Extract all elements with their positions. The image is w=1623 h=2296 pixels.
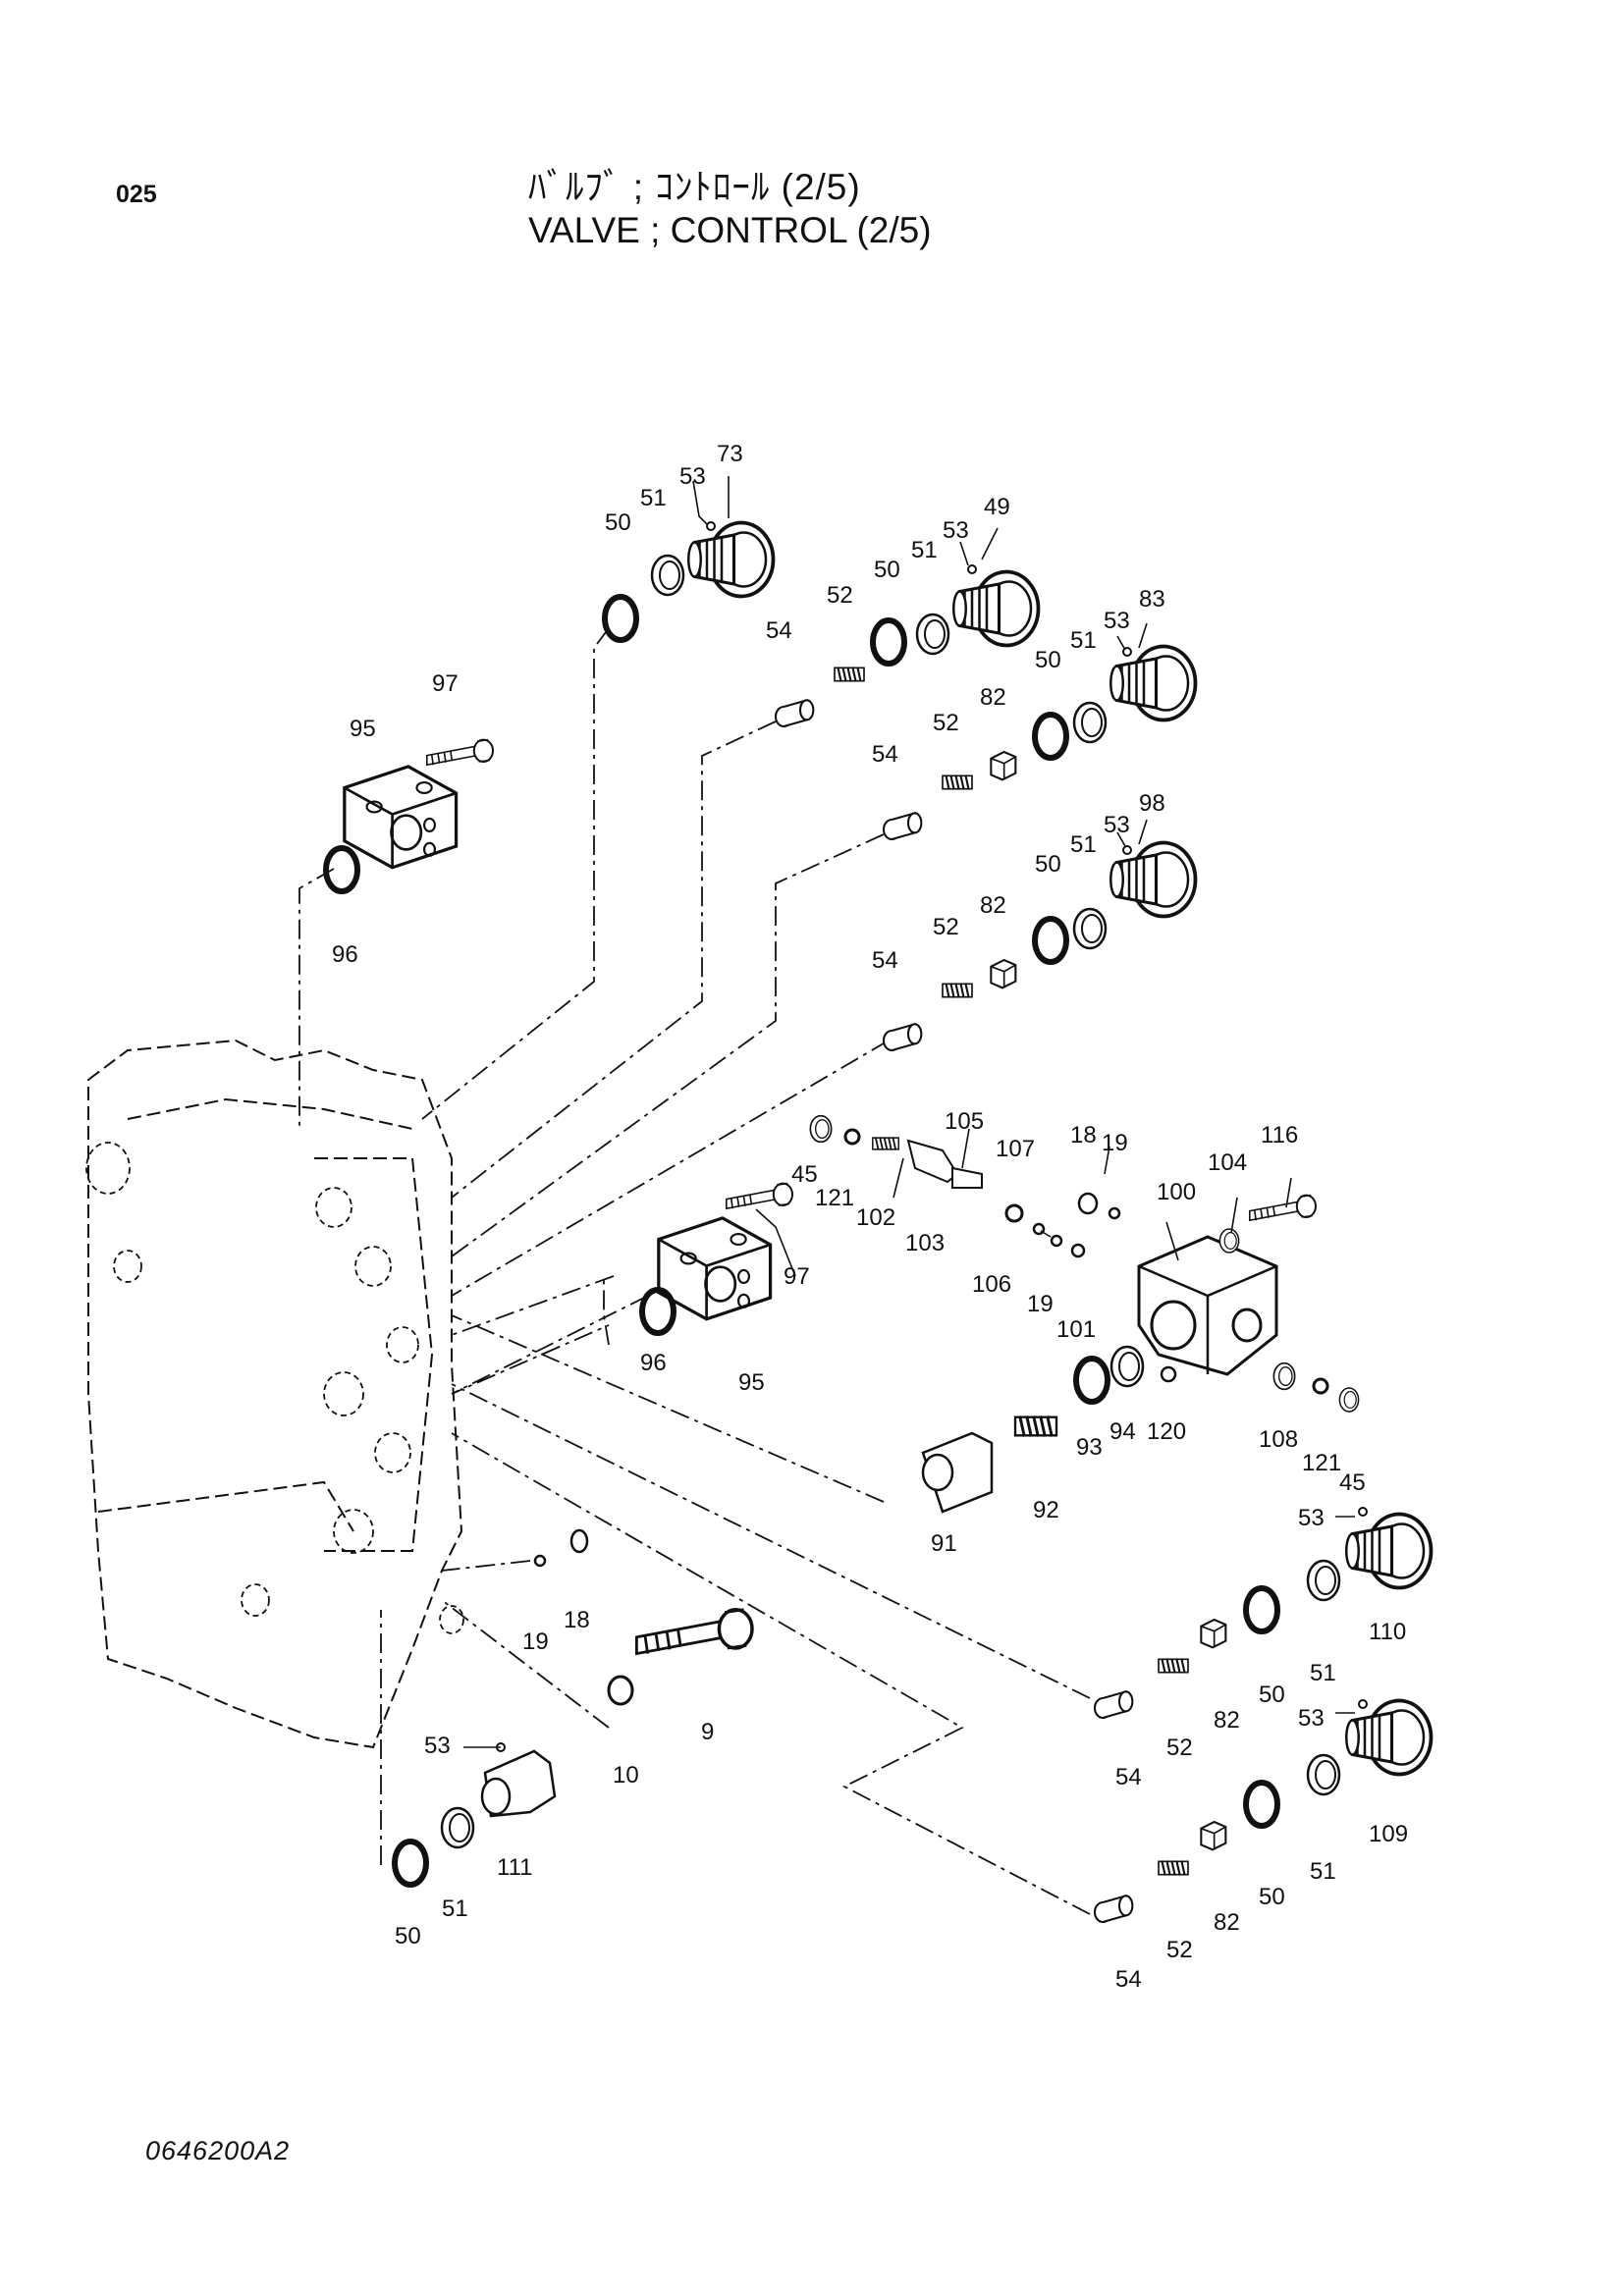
callout-100: 100 <box>1157 1179 1196 1205</box>
parts-group-91 <box>921 1414 1058 1514</box>
callout-52: 52 <box>933 914 959 940</box>
callout-19: 19 <box>522 1629 549 1655</box>
callout-105: 105 <box>945 1108 984 1135</box>
callout-54: 54 <box>872 947 898 974</box>
callout-82: 82 <box>1214 1707 1240 1734</box>
callout-19: 19 <box>1027 1291 1054 1317</box>
callout-18: 18 <box>564 1607 590 1633</box>
callout-53: 53 <box>943 517 969 544</box>
callout-54: 54 <box>872 741 898 768</box>
callout-53: 53 <box>1298 1705 1325 1732</box>
callout-121: 121 <box>1302 1450 1341 1476</box>
callout-50: 50 <box>1259 1682 1285 1708</box>
callout-51: 51 <box>1310 1858 1336 1885</box>
parts-group-49 <box>774 564 1041 728</box>
callout-95: 95 <box>738 1369 765 1396</box>
callout-97: 97 <box>432 670 459 697</box>
callout-95: 95 <box>350 716 376 742</box>
callout-107: 107 <box>996 1136 1035 1162</box>
parts-group-110 <box>1093 1507 1434 1720</box>
callout-52: 52 <box>1166 1735 1193 1761</box>
parts-group-109 <box>1093 1698 1434 1924</box>
callout-52: 52 <box>827 582 853 609</box>
callout-9: 9 <box>701 1719 714 1745</box>
title-english: VALVE ; CONTROL (2/5) <box>528 210 932 250</box>
callout-91: 91 <box>931 1530 957 1557</box>
callout-10: 10 <box>613 1762 639 1789</box>
callout-103: 103 <box>905 1230 945 1256</box>
callout-82: 82 <box>1214 1909 1240 1936</box>
callout-51: 51 <box>1070 831 1097 858</box>
callout-50: 50 <box>1035 647 1061 673</box>
callout-53: 53 <box>424 1733 451 1759</box>
callout-83: 83 <box>1139 586 1165 613</box>
callout-19: 19 <box>1102 1130 1128 1156</box>
parts-group-9-10-18-19 <box>533 1528 752 1706</box>
valve-body-holes <box>85 1142 464 1634</box>
callout-116: 116 <box>1261 1122 1298 1148</box>
callout-102: 102 <box>856 1204 895 1231</box>
document-code: 0646200A2 <box>145 2136 291 2165</box>
callout-45: 45 <box>1339 1469 1366 1496</box>
callout-82: 82 <box>980 892 1006 919</box>
callout-94: 94 <box>1109 1418 1136 1445</box>
callout-54: 54 <box>1115 1764 1142 1790</box>
callout-52: 52 <box>933 710 959 736</box>
callout-53: 53 <box>679 463 706 490</box>
callout-53: 53 <box>1104 812 1130 838</box>
callout-98: 98 <box>1139 790 1165 817</box>
callout-120: 120 <box>1147 1418 1186 1445</box>
callout-50: 50 <box>605 509 631 536</box>
callout-97: 97 <box>784 1263 810 1290</box>
callout-111: 111 <box>497 1854 532 1881</box>
callout-54: 54 <box>766 617 792 644</box>
callout-18: 18 <box>1070 1122 1097 1148</box>
callout-52: 52 <box>1166 1937 1193 1963</box>
callout-92: 92 <box>1033 1497 1059 1523</box>
callout-53: 53 <box>1104 608 1130 634</box>
callout-51: 51 <box>1070 627 1097 654</box>
callout-45: 45 <box>791 1161 818 1188</box>
callout-121: 121 <box>815 1185 854 1211</box>
callout-54: 54 <box>1115 1966 1142 1993</box>
callout-50: 50 <box>874 557 900 583</box>
callout-49: 49 <box>984 494 1010 520</box>
callout-50: 50 <box>1035 851 1061 878</box>
parts-group-98 <box>882 840 1198 1052</box>
parts-group-73 <box>605 520 776 640</box>
callout-51: 51 <box>442 1896 468 1922</box>
callout-110: 110 <box>1369 1619 1406 1645</box>
callout-82: 82 <box>980 684 1006 711</box>
callout-73: 73 <box>717 441 743 467</box>
title-japanese: ﾊﾞﾙﾌﾞ ; ｺﾝﾄﾛｰﾙ (2/5) <box>528 167 861 207</box>
callout-104: 104 <box>1208 1149 1247 1176</box>
parts-group-95-middle <box>642 1182 794 1333</box>
callout-labels: 73 53 51 50 49 53 51 50 52 54 83 53 51 5… <box>332 441 1408 1993</box>
valve-body <box>87 1039 463 1749</box>
callout-109: 109 <box>1369 1821 1408 1847</box>
callout-53: 53 <box>1298 1505 1325 1531</box>
assembly-lines <box>298 627 1091 1915</box>
callout-51: 51 <box>640 485 667 511</box>
parts-group-95-top <box>326 738 495 891</box>
callout-106: 106 <box>972 1271 1011 1298</box>
callout-51: 51 <box>1310 1660 1336 1686</box>
callout-leaders <box>463 476 1355 1748</box>
callout-96: 96 <box>640 1350 667 1376</box>
callout-93: 93 <box>1076 1434 1103 1461</box>
callout-96: 96 <box>332 941 358 968</box>
parts-group-100 <box>809 1114 1360 1413</box>
callout-50: 50 <box>1259 1884 1285 1910</box>
callout-50: 50 <box>395 1923 421 1949</box>
callout-51: 51 <box>911 537 938 563</box>
page-code: 025 <box>116 181 157 208</box>
callout-101: 101 <box>1056 1316 1096 1343</box>
callout-108: 108 <box>1259 1426 1298 1453</box>
